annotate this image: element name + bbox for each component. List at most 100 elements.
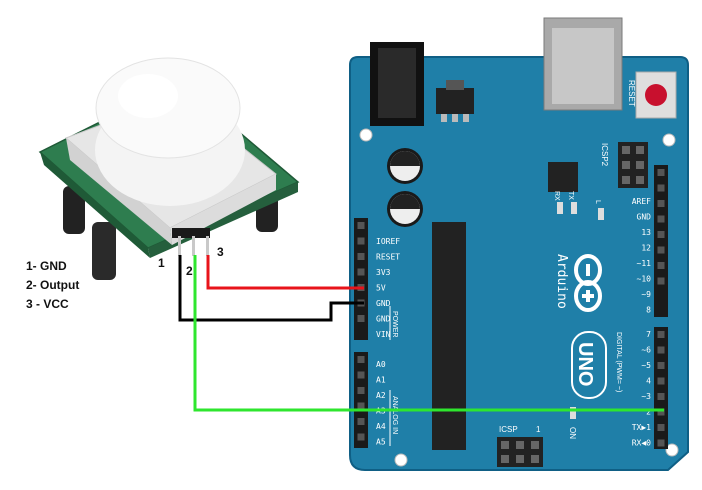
wire-output-green [193,255,664,412]
capacitor [387,148,423,184]
pin-label: 2 [646,408,651,417]
uno-badge: UNO [571,331,607,399]
pin-label: A1 [376,376,386,385]
wire-vcc-red [206,255,364,290]
header-pin-hole [657,377,665,385]
pin-legend: 1- GND 2- Output 3 - VCC [26,257,79,314]
pin-label: 7 [646,330,651,339]
usb-chip [548,162,578,192]
header-pin-hole [657,246,665,254]
l-led [598,208,604,220]
header-pin-hole [657,231,665,238]
pin-label: ~3 [641,392,651,401]
pin-label: ~6 [641,346,651,355]
icsp2-label: ICSP2 [600,143,609,167]
pin-label: A2 [376,391,386,400]
pin-label: GND [637,213,652,222]
icsp-label: ICSP [499,425,518,434]
digital-section-label: DIGITAL (PWM= ~) [615,332,622,392]
sensor-pin-3-label: 3 [217,245,224,259]
header-pin-hole [357,253,365,260]
legend-item-gnd: 1- GND [26,259,67,273]
icsp-pin-one: 1 [536,425,541,434]
legend-item-output: 2- Output [26,278,80,292]
mount-hole [662,133,676,147]
header-pin-hole [657,184,665,192]
header-pin-hole [357,387,365,394]
on-label: ON [568,427,577,439]
pin-label: GND [376,299,391,308]
voltage-regulator [436,80,474,122]
atmega-chip [432,222,466,450]
rx-label: RX [553,191,560,201]
analog-header [354,352,368,448]
digital-header-bottom [654,327,668,449]
pin-label: 4 [646,377,651,386]
pin-label: VIN [376,330,391,339]
power-section-label: POWER [391,311,398,337]
pin-label: RX◀0 [632,439,651,448]
pin-label: 13 [641,228,651,237]
pin-label: RESET [376,253,400,262]
header-pin-hole [657,346,665,354]
header-pin-hole [657,262,665,269]
header-pin-hole [657,331,665,338]
capacitor [387,191,423,227]
mount-hole [359,128,373,142]
power-header [354,218,368,340]
pin-label: 12 [641,244,651,253]
icsp-header [497,437,543,467]
sensor-pin-2-label: 2 [186,264,193,278]
pin-label: ~11 [637,259,652,268]
pin-label: ~9 [641,290,651,299]
pin-label: A0 [376,360,386,369]
pin-label: A4 [376,422,386,431]
model-label: UNO [574,342,596,386]
digital-bottom-pin-labels: 7 ~6 ~5 4 ~3 2TX▶1RX◀0 [632,330,651,448]
reset-button[interactable] [635,71,677,119]
header-pin-hole [357,268,365,276]
pin-label: 5V [376,284,386,293]
capacitor-cylinder [92,222,116,280]
header-pin-hole [657,408,665,416]
pin-label: ~5 [641,361,651,370]
fresnel-dome [95,57,245,206]
header-pin-hole [357,237,365,245]
tx-led [571,202,577,214]
icsp2-header [618,142,648,188]
tx-label: TX [567,191,574,200]
header-pin-hole [357,371,365,379]
pin-label: GND [376,315,391,324]
sensor-pin-1-label: 1 [158,256,165,270]
digital-top-pin-labels: AREF GND 13 12 ~11 ~10 ~9 8 [632,197,651,315]
pin-label: A5 [376,438,386,447]
header-pin-hole [657,424,665,431]
capacitor-cylinder [63,186,85,234]
header-pin-hole [657,277,665,285]
header-pin-hole [357,222,365,229]
header-pin-hole [357,402,365,410]
header-pin-hole [357,315,365,322]
pin-label: AREF [632,197,651,206]
wire-gnd-black [178,255,364,322]
l-label: L [594,200,601,204]
digital-header-top [654,165,668,317]
pin-label: ~10 [637,275,652,284]
header-pin-hole [657,439,665,447]
header-pin-hole [357,433,365,441]
header-pin-hole [657,362,665,369]
analog-section-label: ANALOG IN [391,396,398,434]
rx-led [557,202,563,214]
header-pin-hole [657,169,665,176]
brand-label: Arduino [554,254,569,309]
mount-hole [394,453,408,467]
header-pin-hole [657,215,665,223]
pin-label: TX▶1 [632,423,651,432]
header-pin-hole [357,418,365,425]
sensor-pin-header [172,228,210,256]
legend-item-vcc: 3 - VCC [26,297,69,311]
arduino-logo [574,254,602,312]
pin-label: 8 [646,306,651,315]
pin-label: 3V3 [376,268,391,277]
